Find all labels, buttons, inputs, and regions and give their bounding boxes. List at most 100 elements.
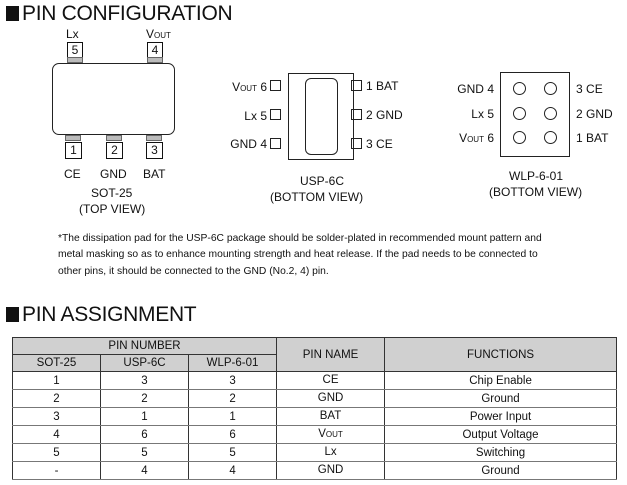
pin-assignment-table: PIN NUMBER PIN NAME FUNCTIONS SOT-25 USP… [11,337,618,480]
sot25-cell: 2 [12,389,101,408]
wlp-ball-1 [544,131,557,144]
note-line: other pins, it should be connected to th… [58,265,329,277]
wlp-cell: 6 [187,425,278,444]
pin-name-cell: GND [276,461,386,480]
sot25-cell: 4 [12,425,101,444]
usp6c-view-label: (BOTTOM VIEW) [270,190,364,204]
wlp-cell: 2 [187,389,278,408]
wlp-pin5-label: Lx 5 [471,107,494,121]
usp6c-cell: 1 [100,407,189,426]
usp6c-pad-2 [351,109,362,120]
wlp-pin6-label: VOUT 6 [459,131,494,145]
sot25-pin4-number: 4 [147,42,163,59]
table-row: 4 6 6 VOUT Output Voltage [12,425,618,444]
function-cell: Ground [384,461,618,480]
wlp-pin2-label: 2 GND [576,107,613,121]
wlp-ball-4 [513,82,526,95]
table-row: - 4 4 GND Ground [12,461,618,480]
sot25-column-header: SOT-25 [12,354,101,372]
sot25-pin3-number: 3 [146,142,163,159]
usp6c-pad-6 [270,80,281,91]
usp6c-dissipation-pad [305,78,338,155]
pin-name-cell: GND [276,389,386,408]
sot25-pin1-number: 1 [65,142,82,159]
pin-name-cell: VOUT [276,425,386,444]
sot25-pin3-lead [146,135,162,141]
sot25-pin2-label: GND [100,167,127,181]
pin-configuration-heading: PIN CONFIGURATION [6,2,233,26]
usp6c-pad-4 [270,138,281,149]
sot25-pin2-number: 2 [106,142,123,159]
sot25-pin2-lead [106,135,122,141]
wlp-cell: 1 [187,407,278,426]
sot25-pin1-lead [65,135,81,141]
wlp-package-body [500,72,570,157]
wlp-ball-6 [513,131,526,144]
table-row: 1 3 3 CE Chip Enable [12,371,618,390]
usp6c-package-body [288,73,354,160]
heading-square-icon [6,6,19,21]
usp6c-pin6-label: VOUT 6 [232,80,267,94]
pin-name-header: PIN NAME [276,337,386,372]
usp6c-pin4-label: GND 4 [230,137,267,151]
sot25-pin5-label: Lx [66,27,79,41]
wlp-cell: 4 [187,461,278,480]
wlp-ball-5 [513,107,526,120]
wlp-cell: 3 [187,371,278,390]
sot25-pin4-label: VOUT [146,27,171,41]
function-cell: Chip Enable [384,371,618,390]
wlp-pin4-label: GND 4 [457,82,494,96]
wlp-ball-3 [544,82,557,95]
function-cell: Output Voltage [384,425,618,444]
wlp-view-label: (BOTTOM VIEW) [489,185,583,199]
pin-configuration-title: PIN CONFIGURATION [22,2,233,25]
usp6c-pin2-label: 2 GND [366,108,403,122]
note-line: metal masking so as to enhance mounting … [58,249,538,261]
sot25-view-label: (TOP VIEW) [79,202,146,216]
table-row: 5 5 5 Lx Switching [12,443,618,462]
pin-name-cell: BAT [276,407,386,426]
usp6c-pad-3 [351,138,362,149]
usp6c-package-name: USP-6C [300,174,345,188]
sot25-cell: 5 [12,443,101,462]
usp6c-cell: 5 [100,443,189,462]
sot25-cell: 3 [12,407,101,426]
sot25-cell: - [12,461,101,480]
pin-assignment-heading: PIN ASSIGNMENT [6,303,197,327]
dissipation-pad-note: *The dissipation pad for the USP-6C pack… [58,231,618,280]
function-cell: Switching [384,443,618,462]
usp6c-pin3-label: 3 CE [366,137,393,151]
pin-assignment-title: PIN ASSIGNMENT [22,303,197,326]
usp6c-cell: 3 [100,371,189,390]
usp6c-pad-5 [270,109,281,120]
usp6c-cell: 6 [100,425,189,444]
sot25-pin4-lead [147,57,163,63]
wlp-package-name: WLP-6-01 [509,169,564,183]
functions-header: FUNCTIONS [384,337,618,372]
sot25-package-name: SOT-25 [91,186,133,200]
pin-name-cell: Lx [276,443,386,462]
heading-square-icon [6,307,19,322]
sot25-pin3-label: BAT [143,167,166,181]
pin-name-cell: CE [276,371,386,390]
sot25-package-body [52,63,175,135]
usp6c-column-header: USP-6C [100,354,189,372]
wlp-ball-2 [544,107,557,120]
sot25-pin5-lead [67,57,83,63]
sot25-cell: 1 [12,371,101,390]
usp6c-cell: 2 [100,389,189,408]
note-line: *The dissipation pad for the USP-6C pack… [58,233,542,244]
table-row: 3 1 1 BAT Power Input [12,407,618,426]
usp6c-pin5-label: Lx 5 [244,109,267,123]
usp6c-pad-1 [351,80,362,91]
usp6c-cell: 4 [100,461,189,480]
wlp-column-header: WLP-6-01 [187,354,278,372]
function-cell: Ground [384,389,618,408]
wlp-cell: 5 [187,443,278,462]
usp6c-pin1-label: 1 BAT [366,79,399,93]
function-cell: Power Input [384,407,618,426]
sot25-pin1-label: CE [64,167,81,181]
table-row: 2 2 2 GND Ground [12,389,618,408]
wlp-pin1-label: 1 BAT [576,131,609,145]
wlp-pin3-label: 3 CE [576,82,603,96]
